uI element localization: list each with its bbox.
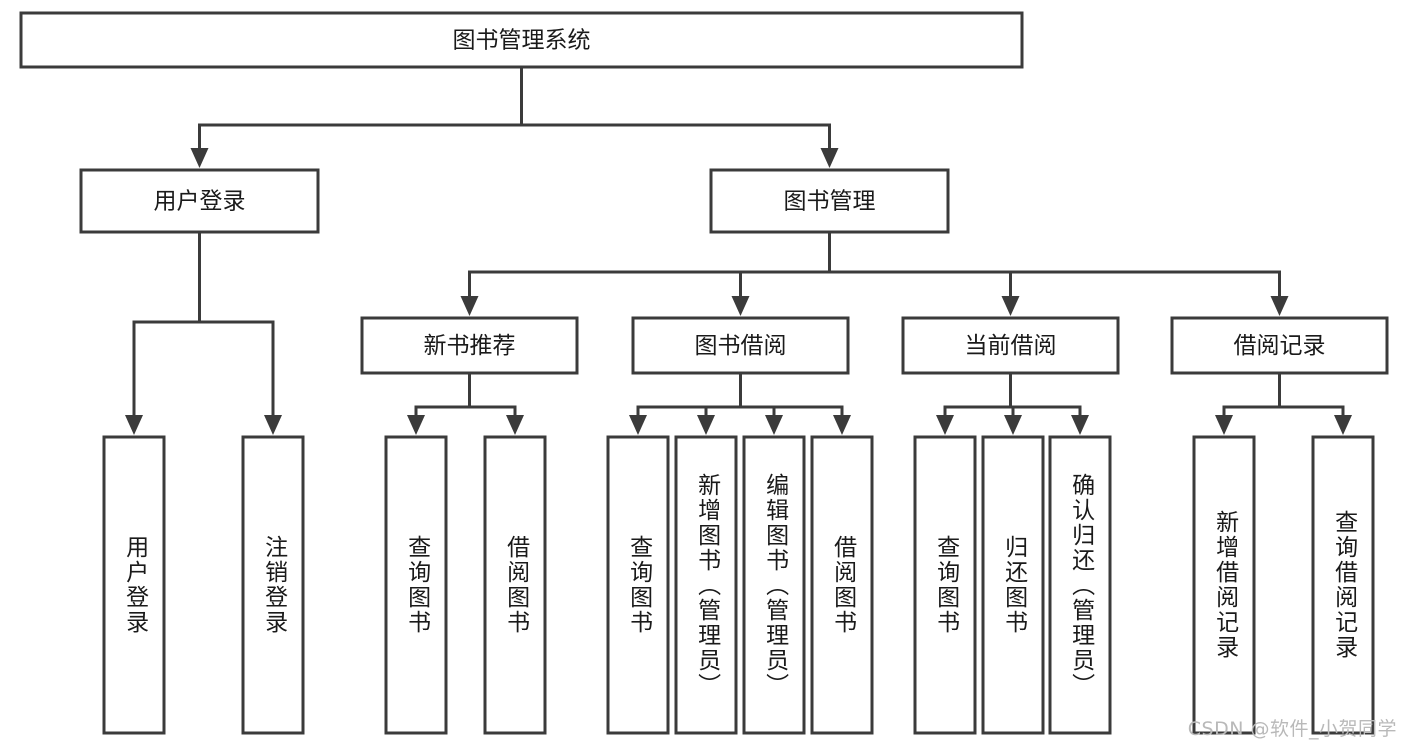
node-box-borrow-record[interactable] — [1170, 316, 1389, 375]
node-box-leaf-borrow-book-1[interactable] — [483, 435, 547, 735]
node-box-leaf-user-logout[interactable] — [241, 435, 305, 735]
node-label-current-borrow: 当前借阅 — [965, 333, 1057, 359]
node-box-book-manage[interactable] — [709, 168, 950, 234]
node-box-leaf-user-login[interactable] — [102, 435, 166, 735]
node-box-leaf-query-record[interactable] — [1311, 435, 1375, 735]
node-box-leaf-return-book[interactable] — [981, 435, 1045, 735]
node-label-user-login: 用户登录 — [154, 189, 246, 215]
node-box-new-book-rec[interactable] — [360, 316, 579, 375]
node-box-root[interactable] — [19, 11, 1024, 69]
node-label-book-manage: 图书管理 — [784, 189, 876, 215]
node-box-leaf-borrow-book-2[interactable] — [810, 435, 874, 735]
node-box-leaf-query-book-3[interactable] — [913, 435, 977, 735]
node-box-leaf-query-book-1[interactable] — [384, 435, 448, 735]
node-box-user-login[interactable] — [79, 168, 320, 234]
node-label-borrow-record: 借阅记录 — [1234, 333, 1326, 359]
node-box-leaf-query-book-2[interactable] — [606, 435, 670, 735]
node-box-leaf-confirm-return[interactable] — [1048, 435, 1112, 735]
node-box-leaf-add-book[interactable] — [674, 435, 738, 735]
node-box-leaf-add-record[interactable] — [1192, 435, 1256, 735]
csdn-watermark: CSDN @软件_小贺同学 — [1187, 718, 1397, 740]
node-label-book-borrow: 图书借阅 — [695, 333, 787, 359]
node-box-leaf-edit-book[interactable] — [742, 435, 806, 735]
node-box-layer — [19, 11, 1389, 735]
connector-layer — [125, 65, 1352, 435]
node-box-current-borrow[interactable] — [901, 316, 1120, 375]
node-label-root: 图书管理系统 — [453, 28, 591, 54]
node-label-new-book-rec: 新书推荐 — [424, 333, 516, 359]
node-box-book-borrow[interactable] — [631, 316, 850, 375]
